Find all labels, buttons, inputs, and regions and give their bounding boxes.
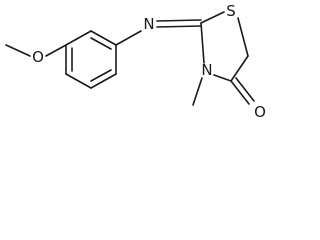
bond-imine-1 — [156, 19, 202, 22]
bond-ring-3 — [90, 73, 117, 89]
bond-carbonyl-1 — [230, 80, 250, 105]
bond-ring-6 — [65, 30, 92, 46]
atom-ring-n: N — [201, 61, 212, 79]
bond-s-c5 — [237, 17, 249, 57]
bond-carbonyl-2 — [235, 77, 255, 102]
thiazolidinone-ring — [200, 11, 249, 82]
bond-ring-3-inner — [90, 69, 112, 82]
bond-c2-s — [200, 11, 225, 24]
bond-n-methyl — [192, 77, 203, 106]
bond-o-aryl — [45, 44, 67, 57]
molecule-drawing: O N S N O — [5, 2, 266, 121]
atom-sulfur: S — [226, 2, 236, 20]
bond-ring-5-inner — [90, 37, 112, 50]
bond-c5-c4 — [230, 55, 249, 82]
bond-imine-2 — [156, 25, 202, 28]
bond-methyl-o — [5, 44, 31, 57]
atom-methoxy-o: O — [32, 48, 44, 66]
bond-n3-c2 — [200, 22, 205, 64]
bond-c4-n3 — [213, 74, 232, 82]
atom-carbonyl-o: O — [254, 103, 266, 121]
atom-imine-n: N — [143, 15, 154, 33]
benzene-ring — [65, 30, 117, 89]
bond-aryl-n — [115, 30, 142, 46]
bond-ring-2 — [65, 73, 92, 89]
bond-ring-5 — [90, 30, 117, 46]
structure-diagram: O N S N O — [0, 0, 280, 122]
